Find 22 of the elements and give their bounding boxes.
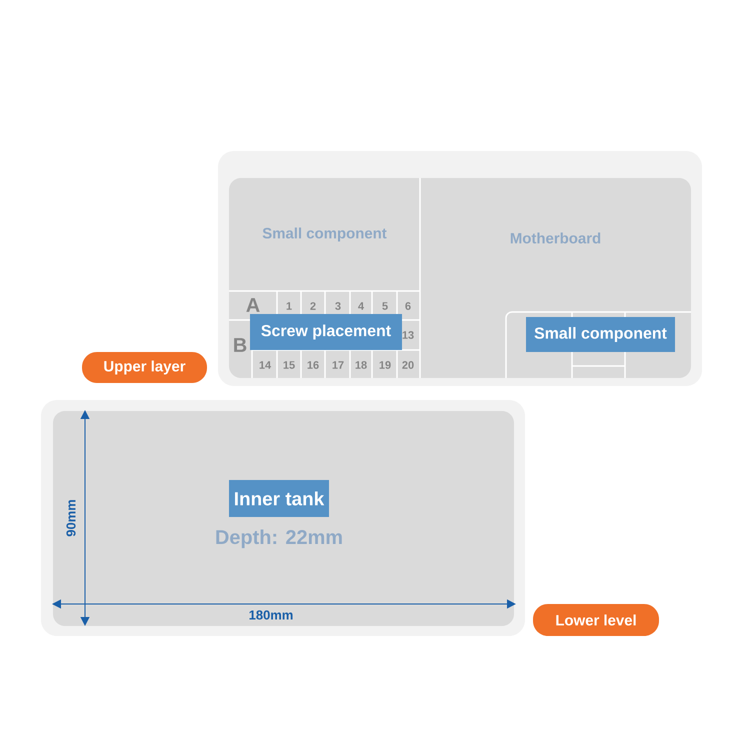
label-tag: Inner tank bbox=[229, 480, 329, 517]
cell-number: 18 bbox=[356, 361, 367, 369]
cell-number: 14 bbox=[260, 361, 272, 369]
cell-number: 19 bbox=[380, 361, 391, 369]
layer-badge: Upper layer bbox=[82, 352, 207, 383]
cell-number: 17 bbox=[332, 361, 344, 369]
cell-number: 6 bbox=[405, 302, 411, 310]
label-tag: Small component bbox=[526, 317, 675, 352]
cell-number: 20 bbox=[402, 361, 414, 369]
row-letter: A bbox=[246, 298, 260, 312]
cell-number: 16 bbox=[308, 361, 319, 369]
tray-box bbox=[41, 400, 525, 636]
dimension-label: 90mm bbox=[66, 500, 76, 536]
cell-number: 15 bbox=[284, 361, 295, 369]
depth-text: Depth: 22mm bbox=[216, 530, 342, 548]
compartment-label: Small component bbox=[262, 228, 387, 242]
compartment-label: Motherboard bbox=[510, 232, 600, 244]
tray-box bbox=[218, 151, 702, 386]
label-tag: Screw placement bbox=[250, 314, 402, 350]
layer-badge: Lower level bbox=[533, 604, 659, 636]
dimension-label: 180mm bbox=[250, 610, 293, 620]
row-letter: B bbox=[234, 338, 246, 352]
